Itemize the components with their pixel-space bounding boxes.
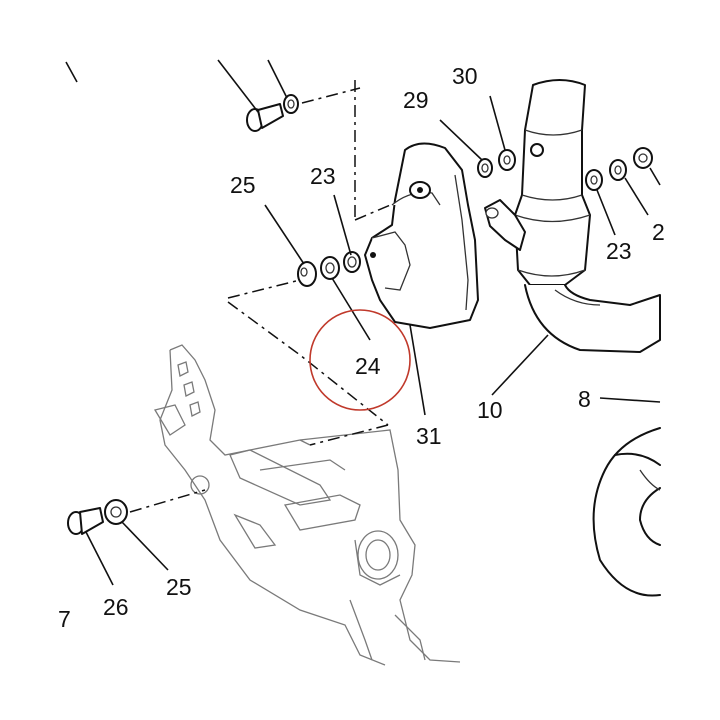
callout-23-left: 23: [310, 163, 336, 189]
highlight-circle: [309, 309, 411, 411]
callout-29: 29: [403, 87, 429, 113]
callout-24: 24: [355, 353, 381, 379]
pipe-partial: [592, 427, 661, 597]
callout-2-partial: 2: [652, 219, 665, 245]
callout-8: 8: [578, 386, 591, 412]
callout-25-bottom: 25: [166, 574, 192, 600]
callout-7: 7: [58, 606, 71, 632]
bolt-top: [246, 94, 299, 132]
heat-shield: [364, 142, 479, 329]
leader-lines: [65, 59, 661, 586]
callout-30: 30: [452, 63, 478, 89]
callout-10: 10: [477, 397, 503, 423]
callout-23-right: 23: [606, 238, 632, 264]
callout-labels: 30 29 25 23 23 2 24 31 10 8 25 26 7: [58, 63, 665, 632]
fastener-stack-right: [585, 147, 653, 191]
footpeg-bracket: [153, 344, 461, 666]
bolt-bottom: [67, 499, 128, 535]
fastener-stack-top: [477, 149, 516, 178]
exhaust-header: [484, 79, 661, 353]
callout-25-top: 25: [230, 172, 256, 198]
callout-31: 31: [416, 423, 442, 449]
assembly-lines: [129, 80, 396, 513]
fastener-stack-left: [297, 251, 361, 287]
callout-26: 26: [103, 594, 129, 620]
